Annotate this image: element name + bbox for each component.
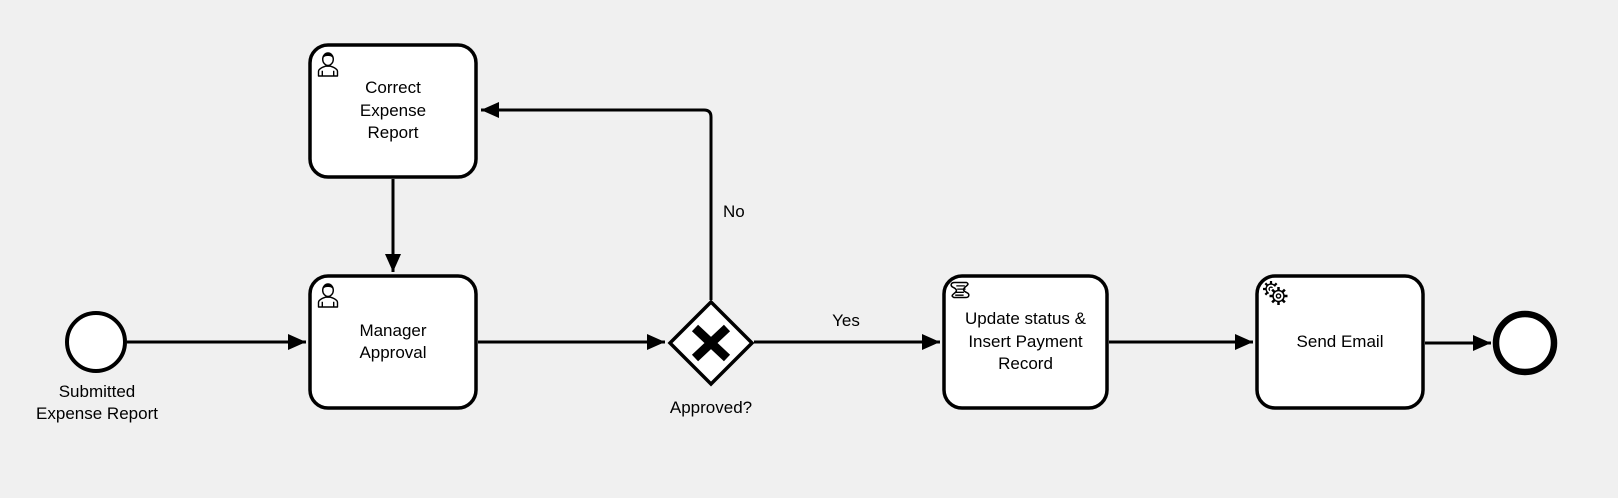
- x-marker-icon: [691, 324, 731, 362]
- gear-icon: [1263, 281, 1289, 307]
- flow-gateway-no-to-correct-expense[interactable]: [481, 102, 713, 300]
- task-send-email[interactable]: [1255, 274, 1425, 410]
- start-event[interactable]: [65, 311, 127, 373]
- task-correct-expense-report[interactable]: [308, 43, 478, 179]
- task-update-status-insert-payment[interactable]: [942, 274, 1109, 410]
- script-icon: [950, 281, 970, 299]
- task-manager-approval[interactable]: [308, 274, 478, 410]
- end-event[interactable]: [1492, 310, 1558, 376]
